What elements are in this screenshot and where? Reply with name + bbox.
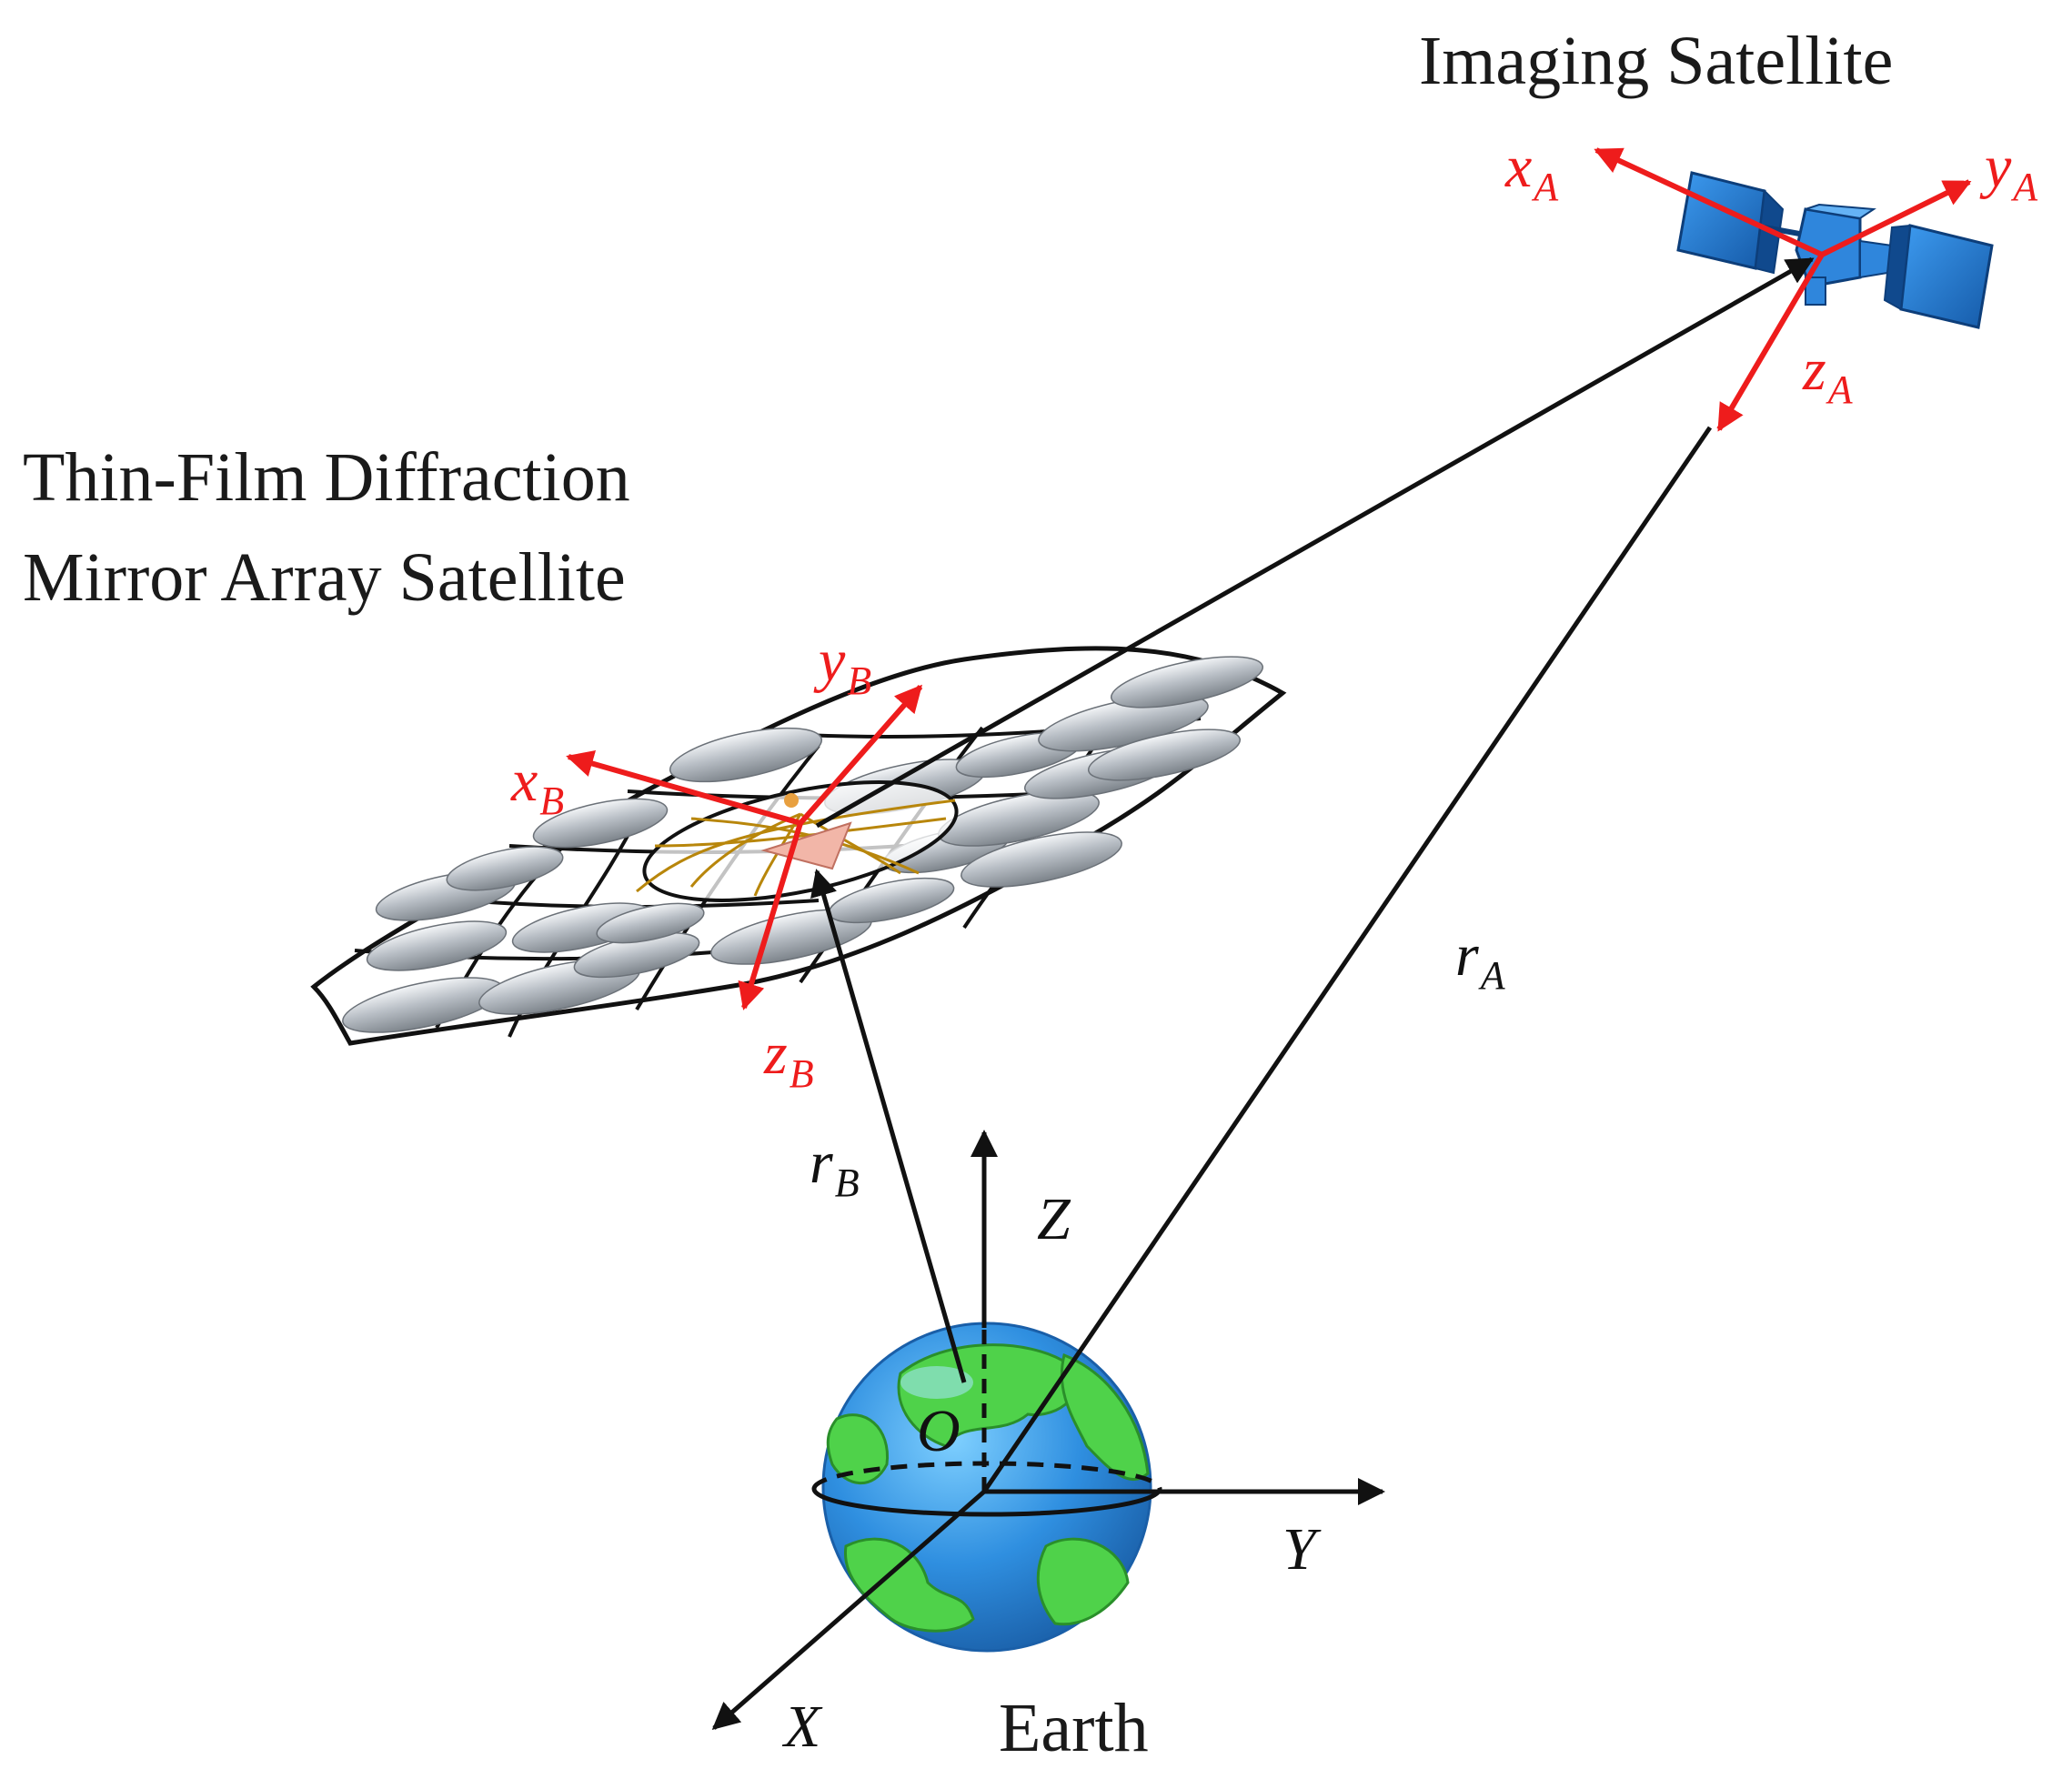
frame-a-z-label: zA [1802, 337, 1854, 412]
vector-rb [810, 869, 967, 1383]
imaging-satellite-label: Imaging Satellite [1419, 23, 1893, 99]
mirror-satellite-label-line1: Thin-Film Diffraction [23, 439, 630, 516]
equator-back [811, 1461, 1162, 1490]
frame-b-y-label: yB [813, 628, 871, 703]
frame-a-axes [1594, 147, 1972, 432]
mirror-satellite-label-line2: Mirror Array Satellite [23, 539, 626, 616]
frame-a-x-label: xA [1504, 134, 1559, 209]
mirror-array [310, 646, 1287, 1046]
vector-rb-label: rB [810, 1130, 860, 1205]
x-axis [711, 1490, 986, 1730]
frame-b-axes [566, 684, 923, 1010]
x-axis-label: X [781, 1694, 823, 1760]
vector-ra-label: rA [1455, 922, 1506, 998]
vector-b-to-a [815, 256, 1815, 829]
frame-b-x-label: xB [510, 748, 564, 823]
frame-a-y-label: yA [1979, 134, 2038, 209]
equator-front [811, 1488, 1162, 1517]
vector-ra [981, 426, 1713, 1493]
y-axis-label: Y [1282, 1516, 1322, 1583]
origin-label: O [917, 1398, 961, 1464]
z-axis-label: Z [1037, 1186, 1071, 1252]
earth-label: Earth [999, 1690, 1149, 1766]
frame-b-z-label: zB [763, 1020, 814, 1096]
